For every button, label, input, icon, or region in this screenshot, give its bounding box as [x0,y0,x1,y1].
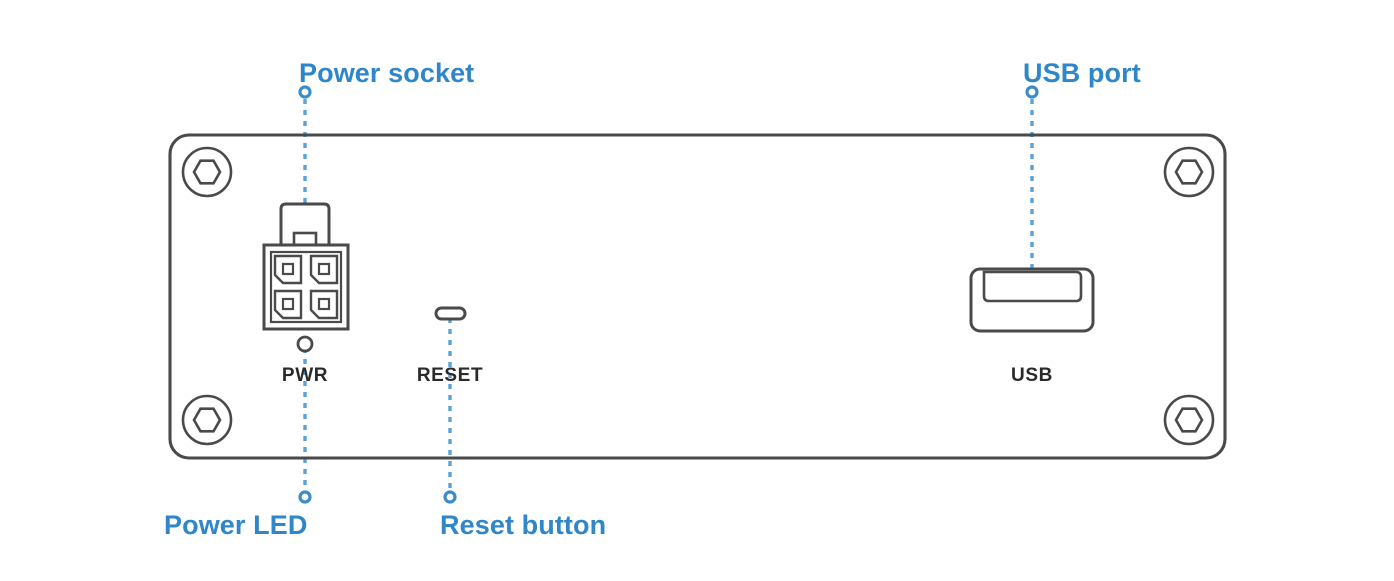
screw-hex-socket [1174,407,1204,433]
callout-marker-reset-button [443,490,457,504]
callout-label-power-led: Power LED [164,510,307,540]
callout-leader-lines [303,99,1034,490]
callout-marker-power-led [298,490,312,504]
screw-hex-socket [192,407,222,433]
callout-label-power-socket: Power socket [299,58,474,88]
callout-marker-power-socket [298,85,312,99]
screw-head-circle [1163,394,1215,446]
screw-head-circle [181,394,233,446]
power-led-indicator [296,335,314,353]
power-socket-contact-3 [281,297,295,311]
power-socket-contact-2 [317,262,331,276]
callout-labels: Power socket USB port Power LED Reset bu… [164,58,1141,540]
port-label-pwr: PWR [282,365,328,386]
usb-port-shape[interactable] [969,267,1095,333]
power-socket-contact-1 [281,262,295,276]
panel-body [168,133,1227,460]
port-labels: PWR RESET USB [282,365,1053,386]
callout-markers [298,85,1039,504]
screw-hex-socket [1174,159,1204,185]
power-socket-contact-4 [317,297,331,311]
power-socket-port[interactable] [262,202,350,331]
screw-head-circle [1163,146,1215,198]
callout-label-usb-port: USB port [1023,58,1141,88]
port-label-usb: USB [1011,365,1053,386]
port-label-reset: RESET [417,365,483,386]
usb-port-tongue [982,270,1083,303]
screw-top-left [181,146,233,198]
corner-screws [181,146,1215,446]
reset-button-pill[interactable] [434,306,467,321]
callout-label-reset-button: Reset button [440,510,606,540]
screw-top-right [1163,146,1215,198]
screw-hex-socket [192,159,222,185]
screw-bottom-right [1163,394,1215,446]
callout-marker-usb-port [1025,85,1039,99]
screw-bottom-left [181,394,233,446]
screw-head-circle [181,146,233,198]
power-socket-contacts [281,262,331,311]
